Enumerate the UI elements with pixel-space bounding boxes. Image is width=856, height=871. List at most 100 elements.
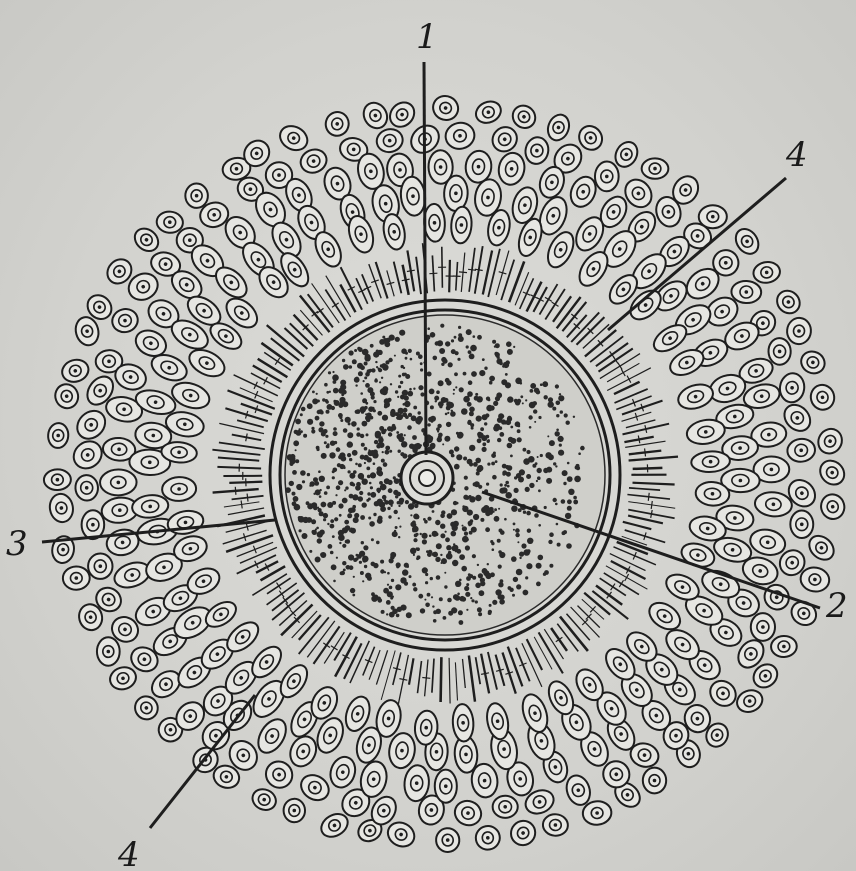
- corona-striation: [614, 382, 640, 394]
- yolk-granule: [318, 470, 321, 473]
- corona-striation: [633, 483, 675, 485]
- yolk-granule: [381, 610, 385, 614]
- yolk-granule: [371, 395, 375, 399]
- yolk-granule: [465, 496, 469, 500]
- yolk-granule: [491, 462, 495, 466]
- yolk-granule: [492, 340, 496, 344]
- yolk-granule: [467, 539, 469, 541]
- yolk-granule: [467, 391, 473, 397]
- corona-striation: [418, 661, 422, 693]
- granulosa-cell: [786, 317, 812, 345]
- yolk-granule: [333, 468, 338, 473]
- yolk-granule: [404, 563, 409, 568]
- yolk-granule: [294, 504, 301, 511]
- yolk-granule: [462, 526, 467, 531]
- corona-striation-tick: [621, 369, 625, 376]
- yolk-granule: [385, 450, 390, 455]
- yolk-granule: [358, 473, 364, 479]
- yolk-granule: [387, 572, 390, 575]
- yolk-granule: [516, 584, 521, 589]
- yolk-granule: [370, 472, 376, 478]
- yolk-granule: [356, 554, 359, 557]
- granulosa-cell: [97, 637, 120, 666]
- yolk-granule: [361, 541, 364, 544]
- yolk-granule: [338, 480, 343, 485]
- yolk-granule: [477, 335, 482, 340]
- corona-striation: [629, 457, 678, 461]
- yolk-granule: [495, 589, 501, 595]
- yolk-granule: [537, 468, 542, 473]
- yolk-granule: [397, 396, 399, 398]
- yolk-granule: [378, 368, 382, 372]
- yolk-granule: [363, 380, 365, 382]
- granulosa-cell: [100, 469, 137, 496]
- yolk-granule: [451, 531, 457, 537]
- yolk-granule: [361, 443, 365, 447]
- yolk-granule: [338, 503, 343, 508]
- yolk-granule: [449, 450, 454, 455]
- yolk-granule: [529, 402, 536, 409]
- yolk-granule: [365, 413, 367, 415]
- yolk-granule: [333, 400, 336, 403]
- yolk-granule: [466, 583, 469, 586]
- yolk-granule: [401, 365, 404, 368]
- yolk-granule: [537, 476, 541, 480]
- granulosa-cell: [399, 176, 427, 217]
- yolk-granule: [489, 376, 495, 382]
- yolk-granule: [475, 393, 478, 396]
- corona-striation-tick: [235, 487, 236, 495]
- yolk-granule: [494, 345, 496, 347]
- yolk-granule: [324, 383, 328, 387]
- yolk-granule: [342, 498, 348, 504]
- granulosa-cell: [435, 827, 460, 853]
- yolk-granule: [395, 584, 401, 590]
- yolk-granule: [529, 483, 534, 488]
- yolk-granule: [390, 411, 396, 417]
- granulosa-cell: [751, 613, 775, 641]
- yolk-granule: [469, 574, 473, 578]
- yolk-granule: [433, 552, 438, 557]
- yolk-granule: [432, 510, 435, 513]
- yolk-granule: [378, 491, 380, 493]
- yolk-granule: [352, 359, 357, 364]
- granulosa-cell: [359, 99, 391, 133]
- yolk-granule: [404, 582, 408, 586]
- yolk-granule: [384, 398, 390, 404]
- yolk-granule: [326, 391, 329, 394]
- yolk-granule: [332, 535, 335, 538]
- granulosa-cell: [675, 380, 716, 413]
- yolk-granule: [561, 499, 566, 504]
- yolk-granule: [312, 398, 318, 404]
- yolk-granule: [385, 446, 390, 451]
- yolk-granule: [527, 529, 531, 533]
- yolk-granule: [316, 393, 318, 395]
- corona-striation: [237, 420, 264, 427]
- granulosa-cell: [544, 112, 572, 144]
- granulosa-cell: [110, 306, 141, 335]
- yolk-granule: [441, 357, 446, 362]
- yolk-granule: [360, 365, 365, 370]
- yolk-granule: [349, 365, 353, 369]
- yolk-granule: [517, 429, 521, 433]
- yolk-granule: [353, 576, 355, 578]
- yolk-granule: [344, 520, 349, 525]
- yolk-granule: [432, 605, 434, 607]
- granulosa-cell: [748, 526, 788, 558]
- granulosa-cell: [808, 382, 837, 412]
- yolk-granule: [512, 594, 515, 597]
- yolk-granule: [315, 557, 321, 563]
- yolk-granule: [338, 413, 343, 418]
- yolk-granule: [523, 511, 526, 514]
- yolk-granule: [445, 341, 450, 346]
- yolk-granule: [510, 426, 513, 429]
- yolk-granule: [392, 531, 398, 537]
- yolk-granule: [360, 392, 363, 395]
- yolk-granule: [371, 538, 374, 541]
- yolk-granule: [385, 360, 389, 364]
- yolk-granule: [386, 600, 391, 605]
- yolk-granule: [433, 619, 437, 623]
- yolk-granule: [458, 333, 462, 337]
- granulosa-cell: [818, 492, 847, 522]
- yolk-granule: [426, 550, 429, 553]
- yolk-granule: [457, 358, 460, 361]
